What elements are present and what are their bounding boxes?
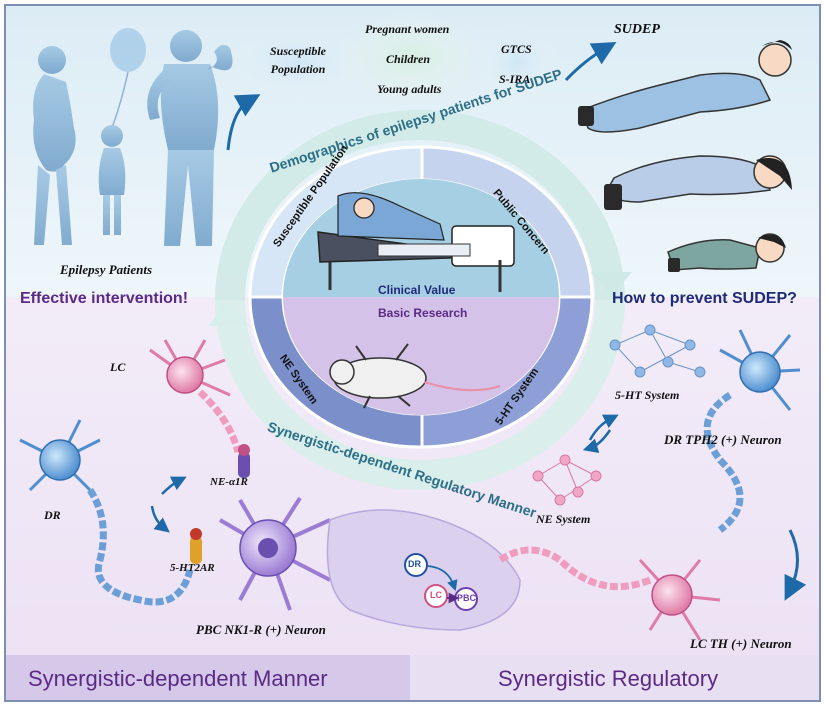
ring-arrowhead-right <box>590 272 632 296</box>
ht-system-label: 5-HT System <box>615 388 680 402</box>
arrow-left-down <box>150 505 170 533</box>
brain-node-dr-label: DR <box>408 559 421 569</box>
brain-node-dr <box>404 553 428 577</box>
brain-nodes <box>404 553 478 611</box>
risk-gtcs: GTCS <box>501 42 532 56</box>
arrow-left-up <box>161 476 187 495</box>
ring-arrowhead-left <box>208 302 250 326</box>
brain-node-pbc-label: PBC <box>457 593 477 603</box>
clinical-value-label: Clinical Value <box>378 283 456 297</box>
central-ring-diagram <box>208 110 632 490</box>
susceptible-blob <box>228 24 368 100</box>
sudep-person-1 <box>578 40 792 133</box>
dr-label-left: DR <box>44 508 61 522</box>
basic-research-label: Basic Research <box>378 306 468 320</box>
arrow-ne-to-ht <box>588 414 619 441</box>
lc-neuron-left <box>149 339 242 453</box>
population-children: Children <box>386 52 431 66</box>
ne-a1r-receptor <box>238 444 250 478</box>
populations-blob <box>335 12 485 104</box>
brain-node-lc-label: LC <box>430 590 442 600</box>
5ht2ar-receptor <box>190 528 202 564</box>
lc-label-left: LC <box>110 360 126 374</box>
brain-node-lc <box>424 584 448 608</box>
pbc-neuron-label: PBC NK1-R (+) Neuron <box>196 622 326 637</box>
arrow-to-sudep <box>564 42 617 82</box>
5ht2ar-label: 5-HT2AR <box>170 562 215 574</box>
risk-s-ira: S-IRA <box>499 72 531 86</box>
ring-outer-top <box>215 110 625 301</box>
dr-tph2-neuron <box>703 329 801 533</box>
epilepsy-patients-label: Epilepsy Patients <box>60 262 153 277</box>
ne-network-graph <box>532 454 602 506</box>
pbc-neuron <box>218 496 331 611</box>
population-pregnant: Pregnant women <box>365 22 450 36</box>
dr-neuron-left <box>19 419 194 606</box>
ne-system-label: NE System <box>536 512 591 526</box>
arrow-right-down <box>784 529 807 601</box>
footer-right-title: Synergistic Regulatory <box>498 666 719 691</box>
sudep-person-3 <box>667 233 786 272</box>
arrow-ht-to-ne <box>582 429 612 454</box>
effective-intervention-banner: Effective intervention! <box>20 290 189 307</box>
population-young-adults: Young adults <box>377 82 442 96</box>
arrow-patients-to-population <box>226 94 261 151</box>
sudep-person-2 <box>604 155 792 210</box>
dr-tph2-label: DR TPH2 (+) Neuron <box>664 432 782 447</box>
outer-frame <box>4 4 821 702</box>
footer-left-bg <box>5 655 410 701</box>
footer-right-bg <box>410 655 820 701</box>
susceptible-population-text: Susceptible Population <box>270 44 326 76</box>
risk-blob <box>475 22 559 102</box>
how-to-prevent-banner: How to prevent SUDEP? <box>612 290 797 307</box>
epilepsy-patients-silhouettes <box>33 28 233 246</box>
ne-a1r-label: NE-α1R <box>210 476 248 488</box>
hospital-bed-illustration <box>317 192 515 292</box>
lc-th-neuron <box>498 546 721 641</box>
susceptible-population-label: Susceptible Population <box>255 42 341 78</box>
sudep-label: SUDEP <box>614 22 660 37</box>
footer-left-title: Synergistic-dependent Manner <box>28 666 328 691</box>
lc-th-label: LC TH (+) Neuron <box>690 636 792 651</box>
ring-outer-bottom <box>215 299 625 490</box>
rat-illustration <box>329 343 501 409</box>
ht-network-graph <box>609 324 706 378</box>
